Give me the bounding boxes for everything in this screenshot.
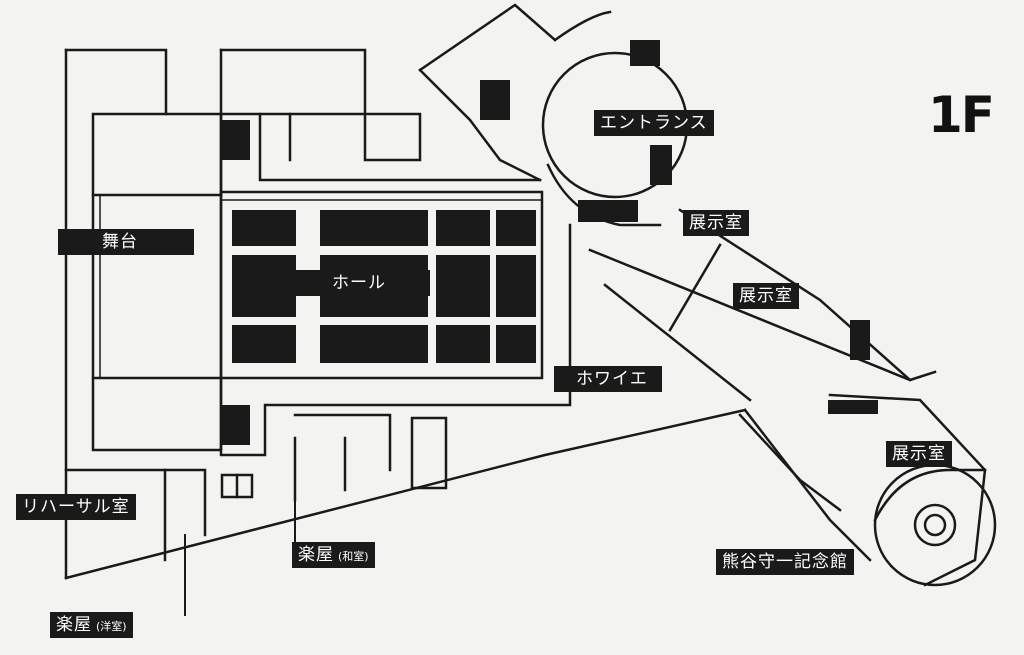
label-memorial-hall: 熊谷守一記念館	[716, 549, 854, 575]
back-rooms	[219, 48, 422, 162]
stage-block	[91, 112, 223, 452]
hall-seating	[222, 40, 878, 445]
outer-wall	[64, 408, 747, 580]
label-stage: 舞台	[58, 229, 194, 255]
label-exhibit-room-1: 展示室	[683, 210, 749, 236]
label-exhibit-room-2: 展示室	[733, 283, 799, 309]
label-dressing-room-japanese: 楽屋(和室)	[292, 542, 375, 568]
floor-indicator: 1F	[928, 86, 995, 144]
memorial-spiral	[873, 463, 997, 587]
outer-wall	[64, 48, 168, 116]
hall-block	[219, 190, 544, 380]
label-dressing-room-western: 楽屋(洋室)	[50, 612, 133, 638]
stairs	[410, 416, 448, 490]
rehearsal-block	[64, 468, 207, 537]
label-hall: ホール	[296, 270, 430, 296]
label-rehearsal-room: リハーサル室	[16, 494, 136, 520]
label-exhibit-room-3: 展示室	[886, 441, 952, 467]
label-foyer: ホワイエ	[554, 366, 662, 392]
label-entrance: エントランス	[594, 110, 714, 136]
